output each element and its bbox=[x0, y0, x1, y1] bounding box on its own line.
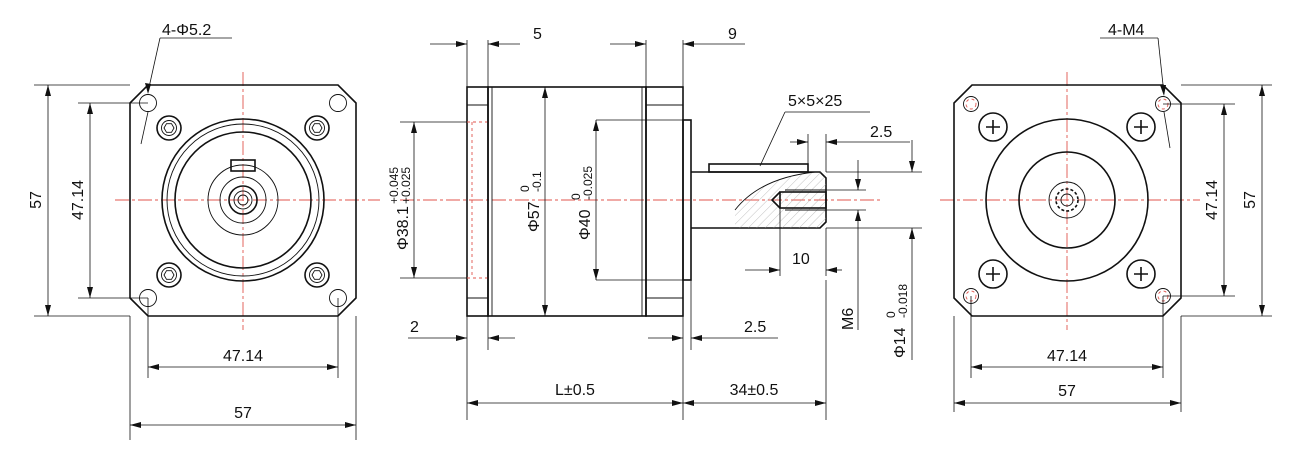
top-dim-right-label: 9 bbox=[728, 26, 737, 43]
thread-depth-label: 10 bbox=[792, 251, 810, 268]
side-view: 5 9 Φ38.1 +0.045 +0.025 Φ57 0 -0.1 bbox=[387, 26, 922, 420]
left-height-inner-label: 47.14 bbox=[70, 180, 87, 220]
right-height-inner-label: 47.14 bbox=[1204, 180, 1221, 220]
right-view: 4-M4 47.14 57 47.14 57 bbox=[940, 22, 1272, 412]
thread-label: M6 bbox=[840, 308, 857, 330]
boss-tol-lower: -0.025 bbox=[581, 166, 595, 200]
shaft-length-label: 34±0.5 bbox=[730, 382, 779, 399]
key-offset-label: 2.5 bbox=[870, 124, 892, 141]
pilot-diameter-label: Φ38.1 bbox=[395, 206, 412, 250]
left-height-outer-label: 57 bbox=[28, 191, 45, 209]
shaft-step-label: 2.5 bbox=[744, 319, 766, 336]
length-label: L±0.5 bbox=[555, 382, 595, 399]
left-hole-callout: 4-Φ5.2 bbox=[162, 22, 211, 39]
top-dim-left-label: 5 bbox=[533, 26, 542, 43]
shaft-tol-upper: 0 bbox=[884, 311, 898, 318]
body-tol-upper: 0 bbox=[518, 185, 532, 192]
left-view: 4-Φ5.2 57 47.14 47.14 57 bbox=[28, 22, 380, 440]
flange-thickness-label: 2 bbox=[410, 319, 419, 336]
boss-tol-upper: 0 bbox=[569, 193, 583, 200]
right-width-inner-label: 47.14 bbox=[1047, 348, 1087, 365]
left-width-outer-label: 57 bbox=[234, 405, 252, 422]
key-size-label: 5×5×25 bbox=[788, 93, 842, 110]
left-width-inner-label: 47.14 bbox=[223, 348, 263, 365]
right-hole-callout: 4-M4 bbox=[1108, 22, 1145, 39]
body-tol-lower: -0.1 bbox=[530, 171, 544, 192]
body-diameter-label: Φ57 bbox=[526, 201, 543, 232]
right-screws bbox=[978, 112, 1156, 289]
pilot-tol-lower: +0.025 bbox=[399, 167, 413, 204]
right-width-outer-label: 57 bbox=[1058, 383, 1076, 400]
right-height-outer-label: 57 bbox=[1242, 191, 1259, 209]
shaft-diameter-label: Φ14 bbox=[892, 327, 909, 358]
boss-diameter-label: Φ40 bbox=[577, 209, 594, 240]
pilot-tol-upper: +0.045 bbox=[387, 167, 401, 204]
shaft-tol-lower: -0.018 bbox=[896, 284, 910, 318]
left-screws bbox=[156, 115, 330, 288]
